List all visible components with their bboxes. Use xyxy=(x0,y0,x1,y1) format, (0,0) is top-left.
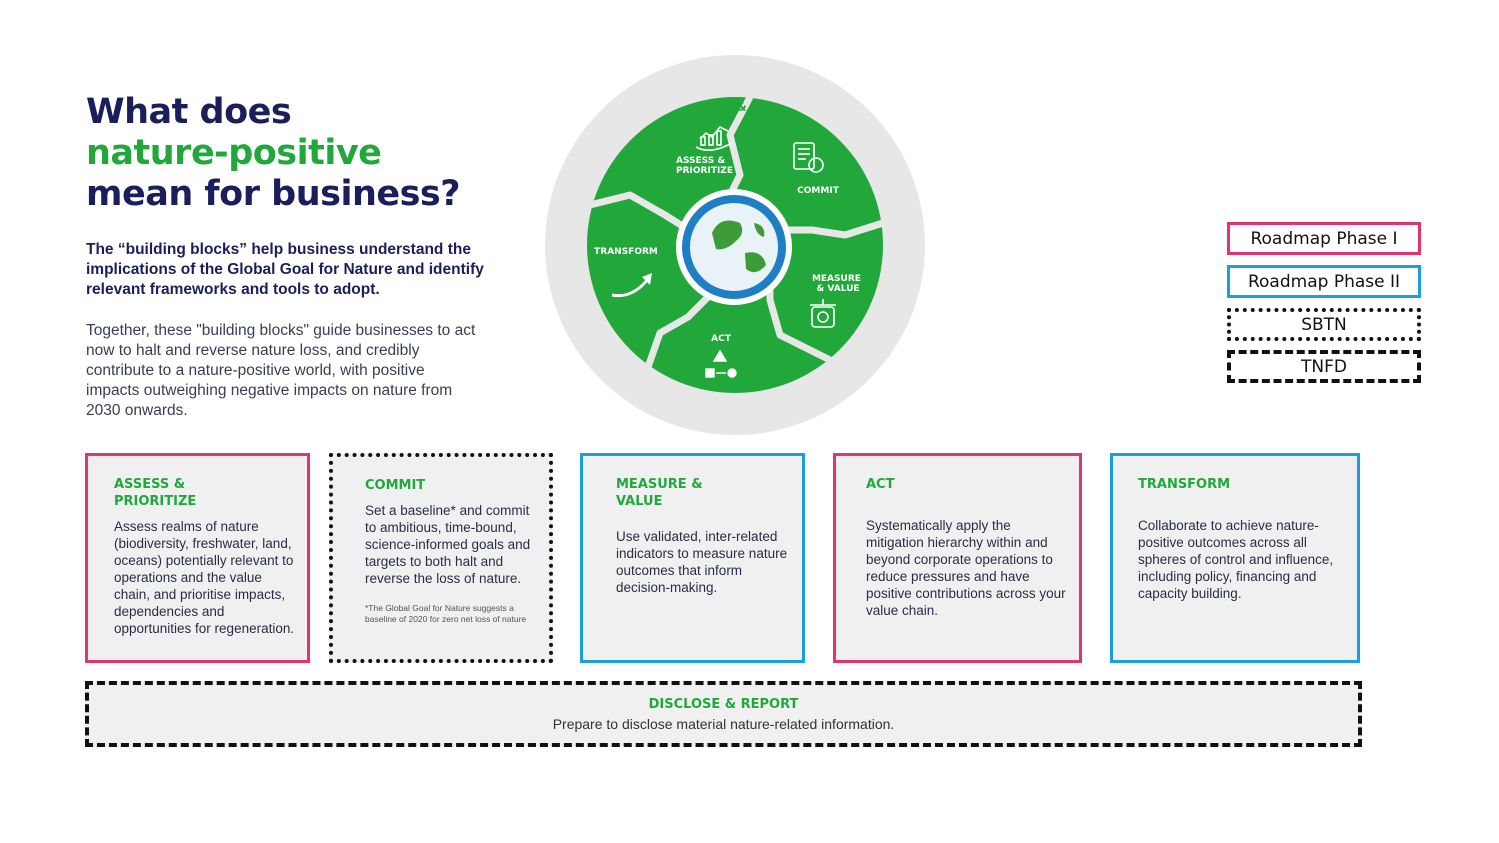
title-line-1: What does xyxy=(86,92,292,132)
card-act: ACT Systematically apply the mitigation … xyxy=(833,453,1082,663)
card-commit: COMMIT Set a baseline* and commit to amb… xyxy=(329,453,553,663)
card-title: ACT xyxy=(866,477,895,492)
card-text: Collaborate to achieve nature-positive o… xyxy=(1138,518,1334,601)
card-text: Assess realms of nature (biodiversity, f… xyxy=(114,519,295,636)
intro-text: The “building blocks” help business unde… xyxy=(86,241,484,298)
segment-dividers xyxy=(589,95,885,369)
card-title: TRANSFORM xyxy=(1138,477,1231,492)
wheel-label-transform: TRANSFORM xyxy=(594,247,658,257)
wheel-label-measure: MEASURE & VALUE xyxy=(812,274,864,294)
card-title: COMMIT xyxy=(365,478,426,493)
building-blocks-wheel: DISCLOSE & REPORT ASSESS & PRIO xyxy=(545,55,925,435)
card-transform: TRANSFORM Collaborate to achieve nature-… xyxy=(1110,453,1360,663)
legend-tnfd: TNFD xyxy=(1227,350,1421,383)
wheel-label-commit: COMMIT xyxy=(797,186,840,196)
legend-roadmap-phase-1: Roadmap Phase I xyxy=(1227,222,1421,255)
card-text: Use validated, inter-related indicators … xyxy=(616,529,788,595)
card-footnote: *The Global Goal for Nature suggests a b… xyxy=(365,603,527,624)
title-line-2: nature-positive xyxy=(86,133,382,173)
card-title: MEASURE & VALUE xyxy=(616,477,703,509)
scale-icon xyxy=(810,299,836,328)
body-text: Together, these "building blocks" guide … xyxy=(86,322,476,419)
wheel-label-assess: ASSESS & PRIORITIZE xyxy=(676,156,733,176)
disclose-title: DISCLOSE & REPORT xyxy=(648,697,799,712)
chart-hand-icon xyxy=(695,125,733,151)
shapes-arrows-icon xyxy=(705,349,737,378)
title-line-3: mean for business? xyxy=(86,174,461,214)
legend-sbtn: SBTN xyxy=(1227,308,1421,341)
card-text: Systematically apply the mitigation hier… xyxy=(866,518,1066,618)
card-text: Set a baseline* and commit to ambitious,… xyxy=(365,503,531,586)
disclose-report-banner: DISCLOSE & REPORT Prepare to disclose ma… xyxy=(85,681,1362,747)
card-assess-prioritize: ASSESS & PRIORITIZE Assess realms of nat… xyxy=(85,453,310,663)
curved-arrow-icon xyxy=(611,273,652,298)
card-title: ASSESS & PRIORITIZE xyxy=(114,477,197,509)
document-thumbsup-icon xyxy=(793,142,824,173)
page-title: What does nature-positive mean for busin… xyxy=(86,92,526,215)
globe-icon xyxy=(676,189,792,305)
wheel-label-act: ACT xyxy=(711,334,732,344)
legend-roadmap-phase-2: Roadmap Phase II xyxy=(1227,265,1421,298)
card-measure-value: MEASURE & VALUE Use validated, inter-rel… xyxy=(580,453,805,663)
disclose-text: Prepare to disclose material nature-rela… xyxy=(552,716,895,732)
